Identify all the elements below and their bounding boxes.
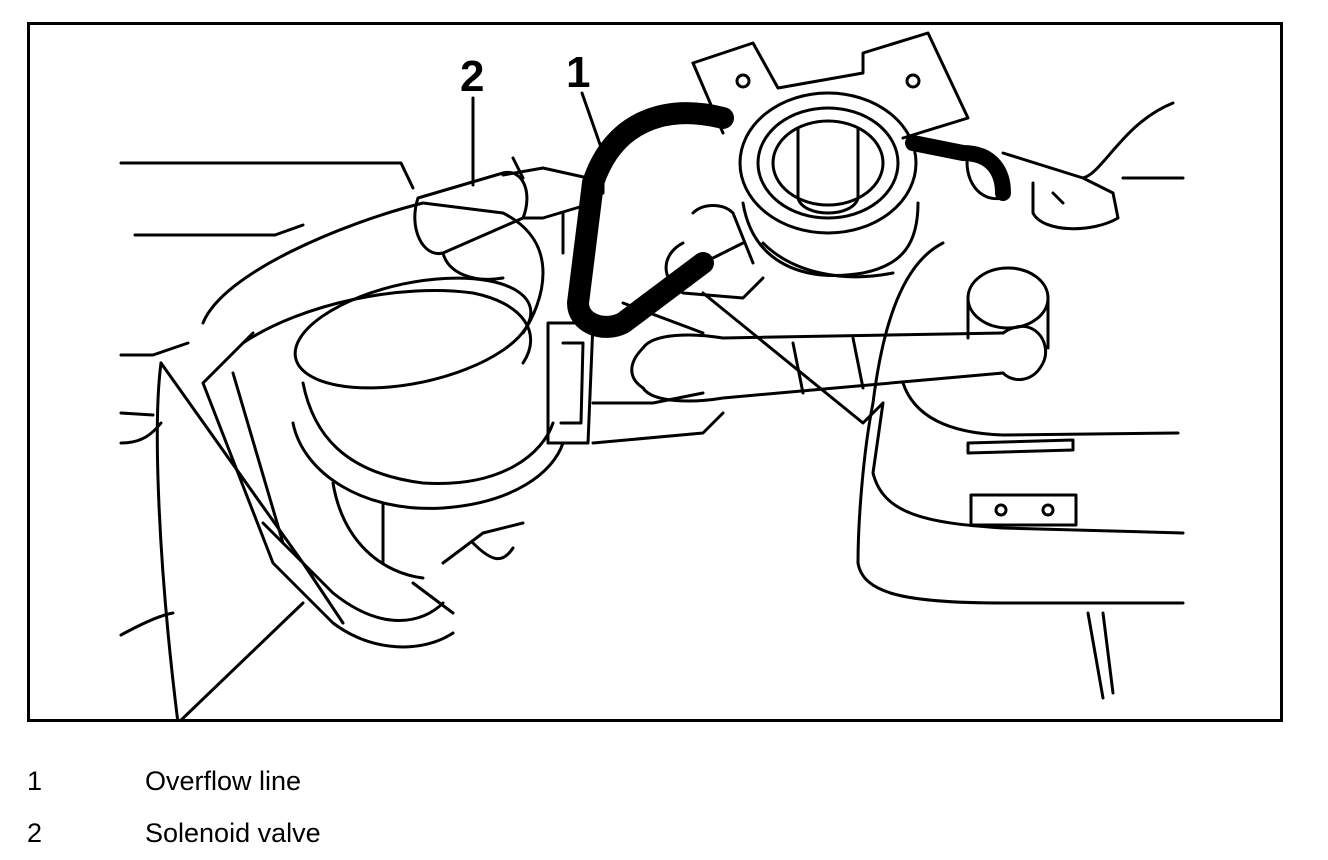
lower-bracket [546,301,725,445]
callout-label-1: 1 [566,48,591,97]
legend-number: 2 [27,818,43,848]
filler-neck [738,91,920,279]
left-body-lines [119,161,415,719]
legend-item: 1 Overflow line [0,762,1328,798]
solenoid-valve-shape [413,156,595,281]
lower-hoses [630,204,1050,425]
mounting-bracket [691,31,970,140]
callout-label-2: 2 [460,52,485,101]
legend-number: 1 [27,766,43,796]
technical-illustration: 2 1 [27,22,1283,722]
legend-item: 2 Solenoid valve [0,814,1328,850]
legend-text: Overflow line [145,766,302,796]
filter-canister [201,201,565,649]
engine-component-drawing [119,31,1185,719]
callout-leaders [471,91,605,187]
right-body-contour [856,241,1185,700]
legend-text: Solenoid valve [145,818,321,848]
vent-hose-right [905,101,1185,231]
